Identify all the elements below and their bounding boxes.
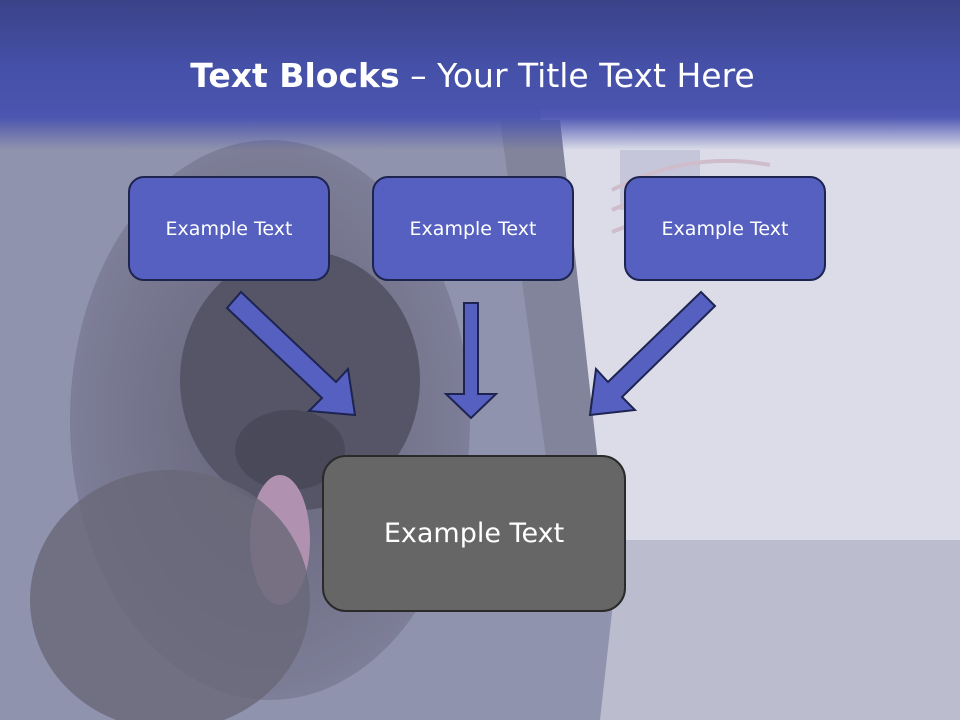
header-band xyxy=(0,0,960,150)
title-bold-part: Text Blocks xyxy=(190,56,400,95)
text-block-3-label: Example Text xyxy=(661,217,789,240)
arrow-left xyxy=(225,290,357,417)
text-block-2-label: Example Text xyxy=(409,217,537,240)
arrow-center xyxy=(443,302,499,420)
slide-title: Text Blocks – Your Title Text Here xyxy=(0,56,945,96)
title-rest: Your Title Text Here xyxy=(437,56,755,95)
text-block-result-label: Example Text xyxy=(383,518,565,549)
arrow-right xyxy=(588,290,717,417)
title-dash: – xyxy=(399,56,438,95)
text-block-2[interactable]: Example Text xyxy=(372,176,574,281)
text-block-1[interactable]: Example Text xyxy=(128,176,330,281)
text-block-3[interactable]: Example Text xyxy=(624,176,826,281)
text-block-result[interactable]: Example Text xyxy=(322,455,626,612)
text-block-1-label: Example Text xyxy=(165,217,293,240)
